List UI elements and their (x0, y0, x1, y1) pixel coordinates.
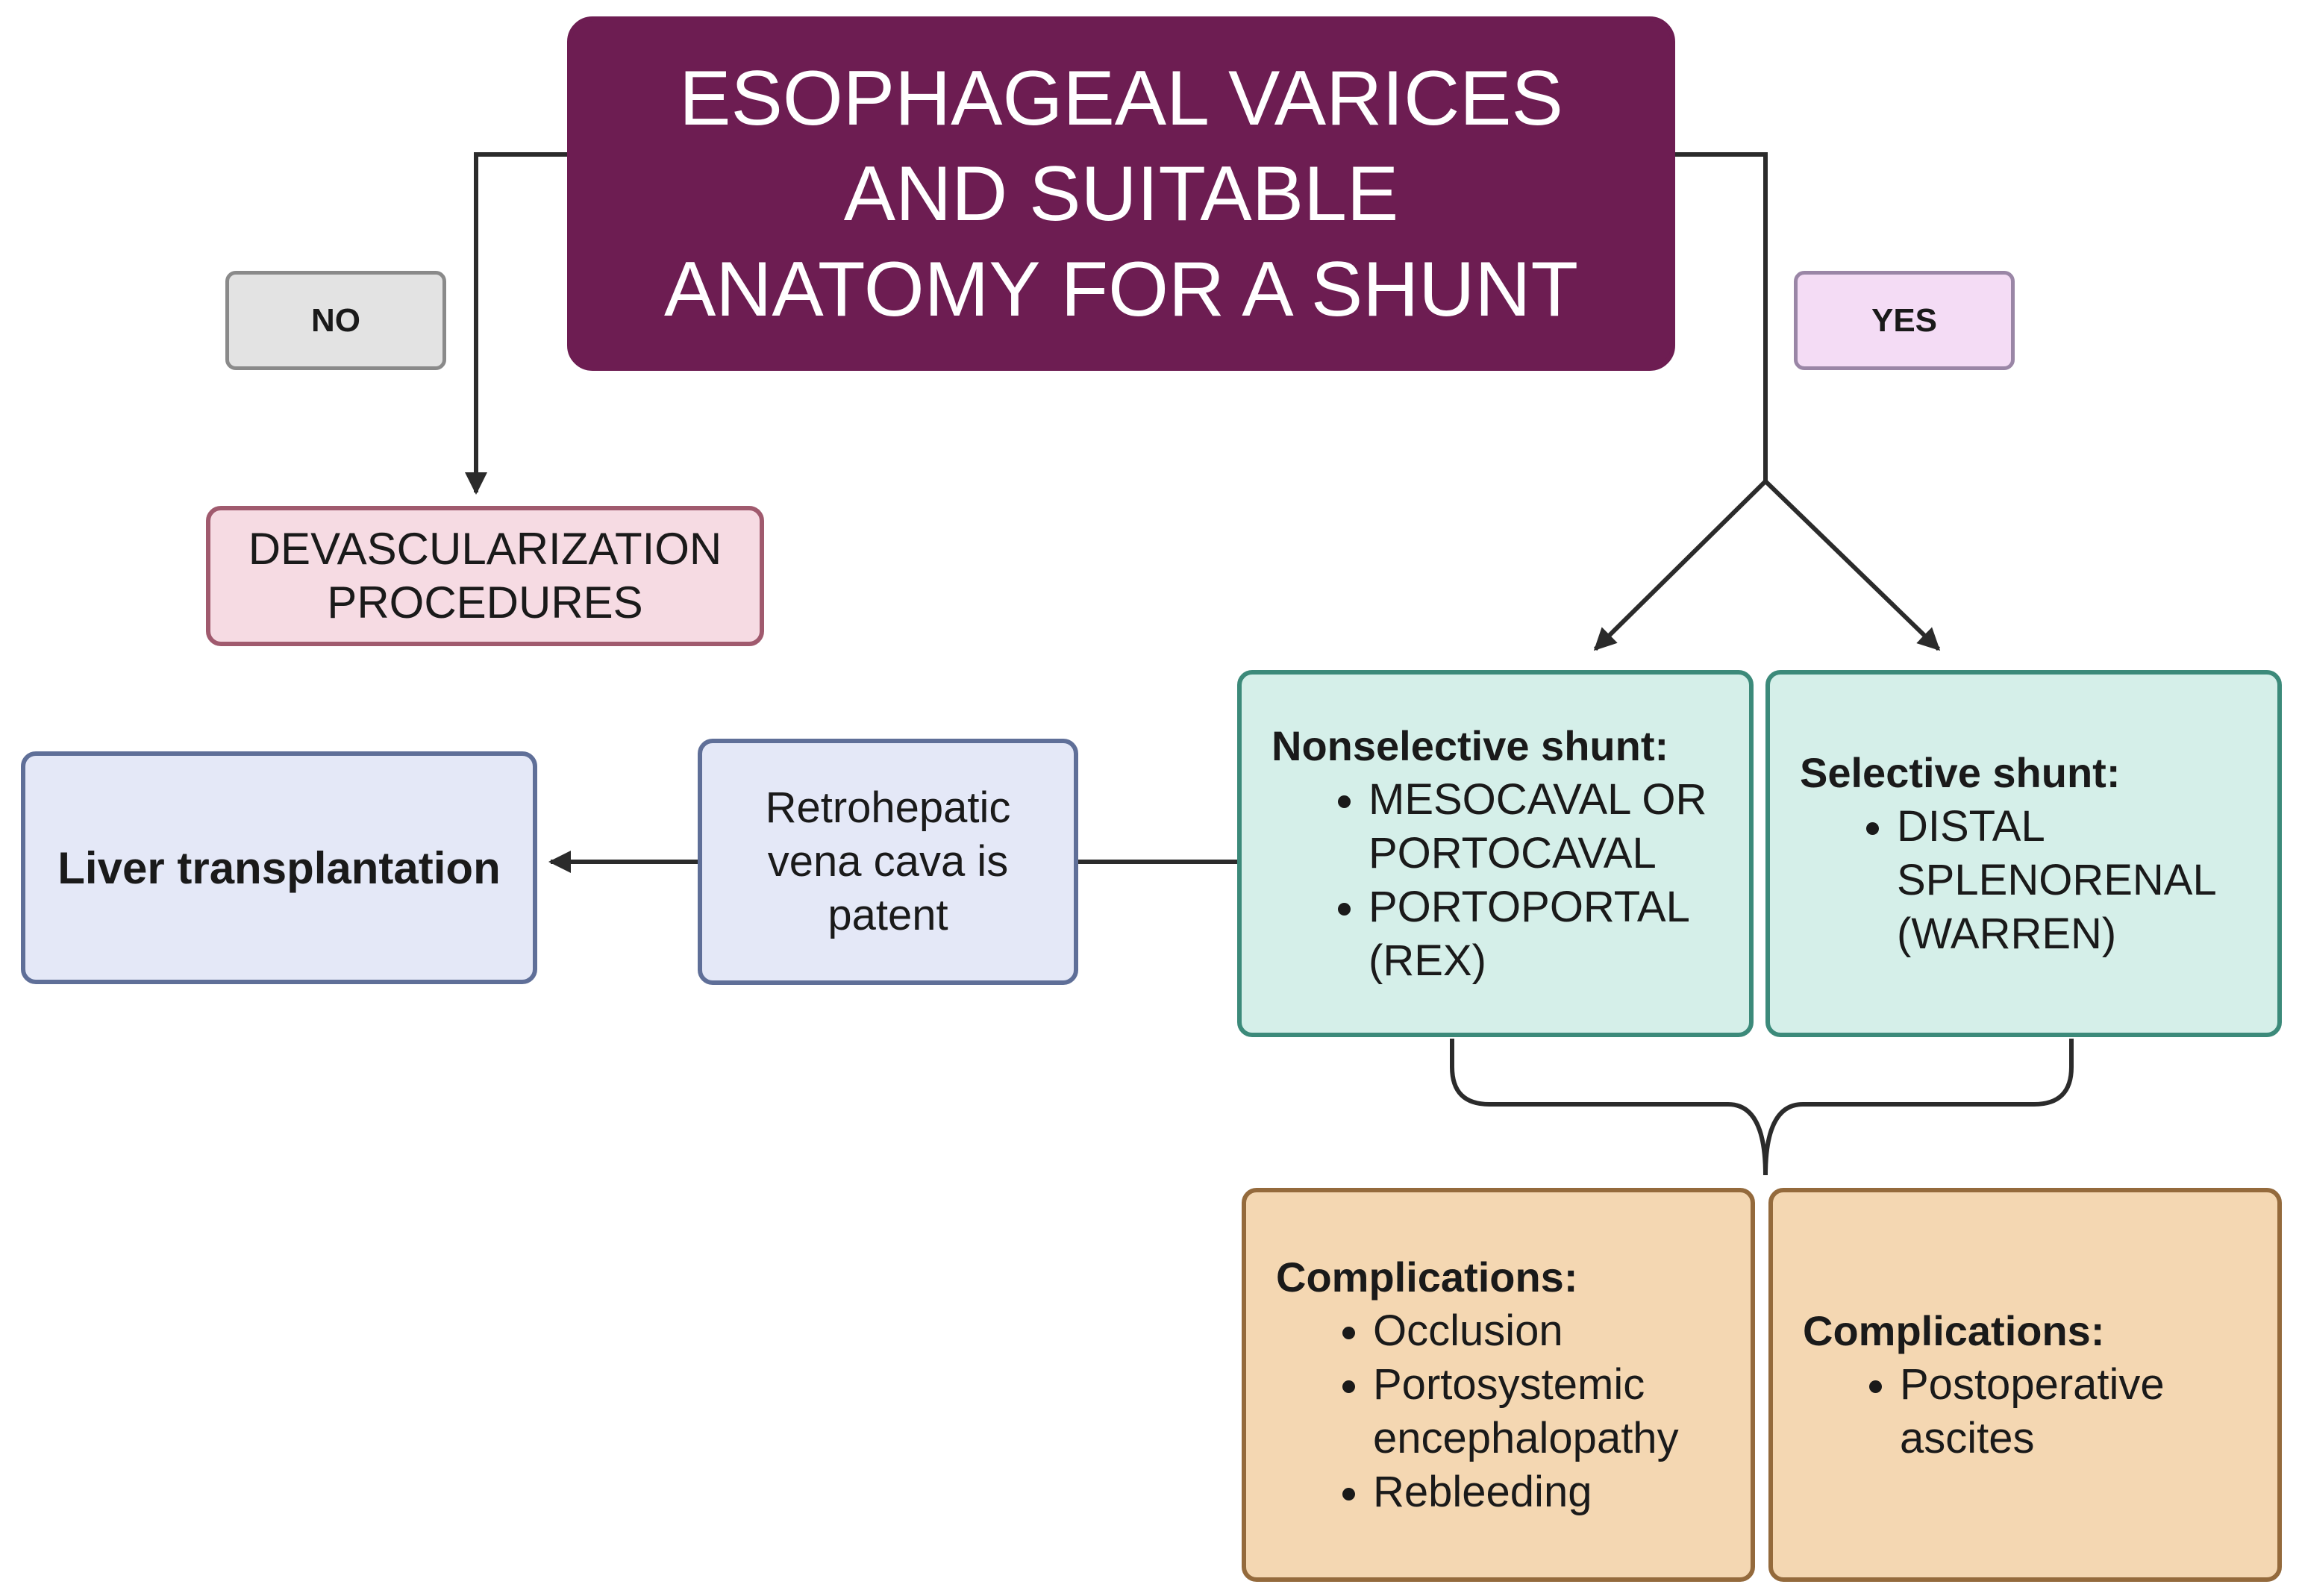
list-item: Postoperative ascites (1900, 1358, 2248, 1465)
liver-transplantation-label: Liver transplantation (57, 842, 501, 893)
list-item: Portosystemic encephalopathy (1373, 1358, 1721, 1465)
devascularization-line-1: DEVASCULARIZATION (248, 524, 722, 574)
selective-shunt-box: Selective shunt: DISTAL SPLENORENAL (WAR… (1765, 670, 2282, 1037)
retrohepatic-line-3: patent (828, 891, 948, 939)
yes-label-text: YES (1871, 301, 1938, 339)
retrohepatic-line-2: vena cava is (767, 837, 1009, 886)
title-line-2: AND SUITABLE (843, 150, 1399, 237)
yes-label: YES (1794, 271, 2015, 370)
title-box: ESOPHAGEAL VARICES AND SUITABLE ANATOMY … (567, 16, 1675, 371)
nonselective-complications-list: Occlusion Portosystemic encephalopathy R… (1276, 1304, 1721, 1519)
nonselective-shunt-list: MESOCAVAL OR PORTOCAVAL PORTOPORTAL (REX… (1272, 773, 1719, 988)
retrohepatic-line-1: Retrohepatic (765, 783, 1011, 832)
list-item: MESOCAVAL OR PORTOCAVAL (1369, 773, 1719, 880)
nonselective-complications-heading: Complications: (1276, 1254, 1578, 1301)
nonselective-complications-box: Complications: Occlusion Portosystemic e… (1242, 1188, 1755, 1582)
complications-brace (1450, 1039, 2074, 1176)
selective-shunt-list: DISTAL SPLENORENAL (WARREN) (1800, 800, 2248, 961)
selective-complications-heading: Complications: (1803, 1307, 2105, 1354)
no-label-text: NO (311, 301, 360, 339)
selective-shunt-heading: Selective shunt: (1800, 749, 2121, 796)
devascularization-line-2: PROCEDURES (327, 578, 643, 628)
list-item: DISTAL SPLENORENAL (WARREN) (1897, 800, 2248, 961)
selective-complications-box: Complications: Postoperative ascites (1768, 1188, 2282, 1582)
retrohepatic-box: Retrohepatic vena cava is patent (698, 739, 1078, 985)
no-label: NO (225, 271, 446, 370)
title-line-3: ANATOMY FOR A SHUNT (663, 245, 1579, 333)
selective-complications-list: Postoperative ascites (1803, 1358, 2248, 1465)
title-line-1: ESOPHAGEAL VARICES (679, 54, 1563, 142)
no-branch-arrow (465, 152, 567, 495)
split-arrow-to-nonselective (1593, 479, 1768, 651)
devascularization-box: DEVASCULARIZATION PROCEDURES (206, 506, 764, 646)
liver-transplantation-box: Liver transplantation (21, 751, 537, 984)
list-item: PORTOPORTAL (REX) (1369, 880, 1719, 988)
list-item: Occlusion (1373, 1304, 1721, 1358)
yes-branch-line (1675, 152, 1768, 481)
nonselective-shunt-heading: Nonselective shunt: (1272, 722, 1669, 769)
split-arrow-to-selective (1763, 479, 1941, 651)
list-item: Rebleeding (1373, 1465, 1721, 1519)
nonselective-shunt-box: Nonselective shunt: MESOCAVAL OR PORTOCA… (1237, 670, 1754, 1037)
